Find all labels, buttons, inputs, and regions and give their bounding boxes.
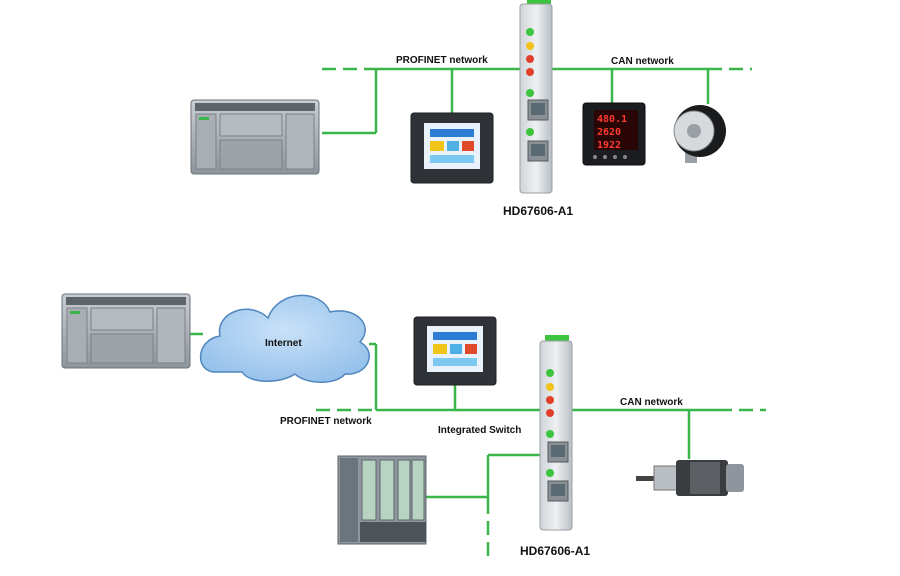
top-hmi-panel (410, 112, 494, 184)
top-gateway-device (519, 0, 553, 194)
internet-label: Internet (265, 338, 302, 349)
top-power-meter: 480.1 2620 1922 (582, 102, 646, 166)
top-profinet-lines (322, 67, 524, 135)
bottom-plc-device (61, 293, 191, 369)
bottom-led-4 (546, 409, 554, 417)
bottom-can-label: CAN network (620, 397, 683, 408)
top-can-lines (552, 67, 752, 104)
top-encoder (673, 105, 726, 163)
top-diagram: PROFINET network CAN network (190, 0, 752, 218)
top-gateway-label: HD67606-A1 (503, 204, 573, 218)
meter-readout-3: 1922 (597, 140, 621, 151)
meter-readout-2: 2620 (597, 127, 621, 138)
bottom-hmi-panel (413, 316, 497, 386)
top-led-4 (526, 68, 534, 76)
top-profinet-label: PROFINET network (396, 55, 488, 66)
meter-readout-1: 480.1 (597, 114, 627, 125)
bottom-diagram: Internet PROFINET network Integrated Swi… (61, 293, 766, 562)
integrated-switch-label: Integrated Switch (438, 425, 521, 436)
top-led-2 (526, 42, 534, 50)
bottom-servo-motor (636, 460, 744, 496)
bottom-gateway-label: HD67606-A1 (520, 544, 590, 558)
bottom-led-2 (546, 383, 554, 391)
top-plc-device (190, 99, 320, 175)
bottom-gateway-device (539, 335, 573, 531)
internet-cloud (199, 294, 370, 383)
top-led-5 (526, 89, 534, 97)
bottom-can-lines (571, 408, 766, 459)
bottom-led-5 (546, 430, 554, 438)
bottom-led-1 (546, 369, 554, 377)
top-led-1 (526, 28, 534, 36)
top-led-3 (526, 55, 534, 63)
top-can-label: CAN network (611, 56, 674, 67)
bottom-io-module (337, 455, 427, 545)
bottom-profinet-lines (189, 332, 540, 562)
bottom-profinet-label: PROFINET network (280, 416, 372, 427)
bottom-led-3 (546, 396, 554, 404)
